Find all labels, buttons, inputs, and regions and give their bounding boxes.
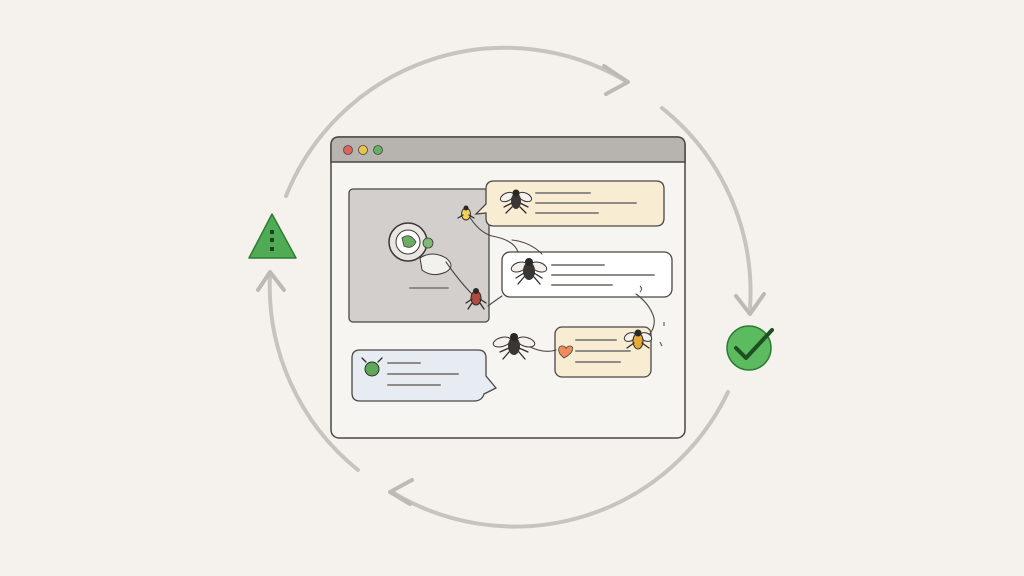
image-panel (348, 188, 490, 323)
cycle-arc-left (267, 272, 360, 472)
heart-icon (558, 345, 574, 359)
cycle-arc-right (660, 106, 753, 310)
cycle-arrowhead-top (602, 64, 630, 96)
cycle-arrowhead-right (734, 292, 766, 316)
close-dot[interactable] (343, 145, 353, 155)
cycle-arc-bottom (390, 390, 730, 529)
bug-icon (465, 288, 487, 310)
minimize-dot[interactable] (358, 145, 368, 155)
motion-marks (639, 285, 665, 347)
chat-bubble-middle-right (501, 251, 673, 298)
bug-icon (492, 333, 536, 360)
cycle-arrowhead-bottom (388, 478, 414, 506)
magnifier-illustration (388, 222, 452, 289)
warning-triangle-icon (248, 213, 297, 259)
cycle-arrows (256, 45, 766, 529)
bug-icon (361, 357, 383, 377)
bug-icon (510, 258, 548, 285)
cycle-arrowhead-left (256, 270, 286, 292)
bug-icon (499, 189, 533, 214)
bug-icon (623, 329, 653, 350)
window-title-bar (330, 136, 686, 163)
checkmark-circle-icon (726, 325, 774, 371)
zoom-dot[interactable] (373, 145, 383, 155)
chat-bubble-lower-left (351, 349, 498, 402)
bug-icon (457, 205, 475, 221)
cycle-arc-top (284, 45, 626, 198)
chat-bubble-top-right (474, 180, 665, 227)
